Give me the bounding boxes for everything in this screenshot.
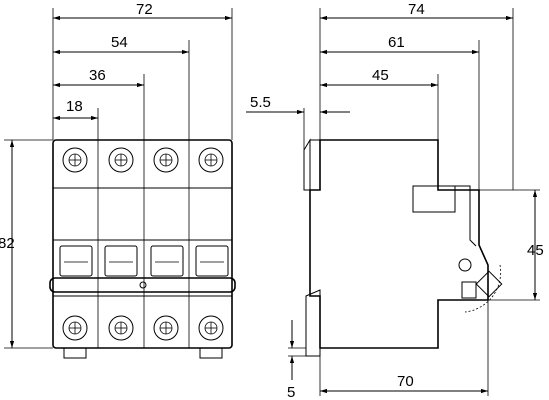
dim-label-5: 5	[287, 384, 295, 400]
label-window	[412, 185, 456, 213]
side-body-outline	[309, 139, 489, 349]
dim-label-74: 74	[408, 1, 425, 18]
breaker-body	[52, 139, 233, 349]
handle-tie-bar	[49, 277, 236, 293]
din-clip-right	[199, 347, 223, 359]
dim-label-82: 82	[0, 235, 15, 252]
top-terminal-screws	[62, 147, 224, 173]
dim-label-61: 61	[388, 34, 405, 51]
dim-label-70: 70	[397, 373, 414, 390]
dim-label-18: 18	[66, 98, 83, 115]
din-clip-left	[63, 347, 87, 359]
side-view: 74 61 45 5.5 45 70 5	[246, 1, 544, 400]
dim-label-54: 54	[111, 34, 128, 51]
bottom-terminal-screws	[62, 315, 224, 341]
dim-label-45-top: 45	[372, 67, 389, 84]
dim-label-5-5: 5.5	[250, 94, 271, 111]
dim-label-36: 36	[89, 67, 106, 84]
dim-label-72: 72	[136, 1, 153, 18]
dim-label-45-side: 45	[527, 242, 544, 259]
toggle-levers	[59, 245, 229, 277]
side-lever	[475, 270, 503, 298]
front-view: 72 54 36 18 82	[0, 1, 236, 359]
